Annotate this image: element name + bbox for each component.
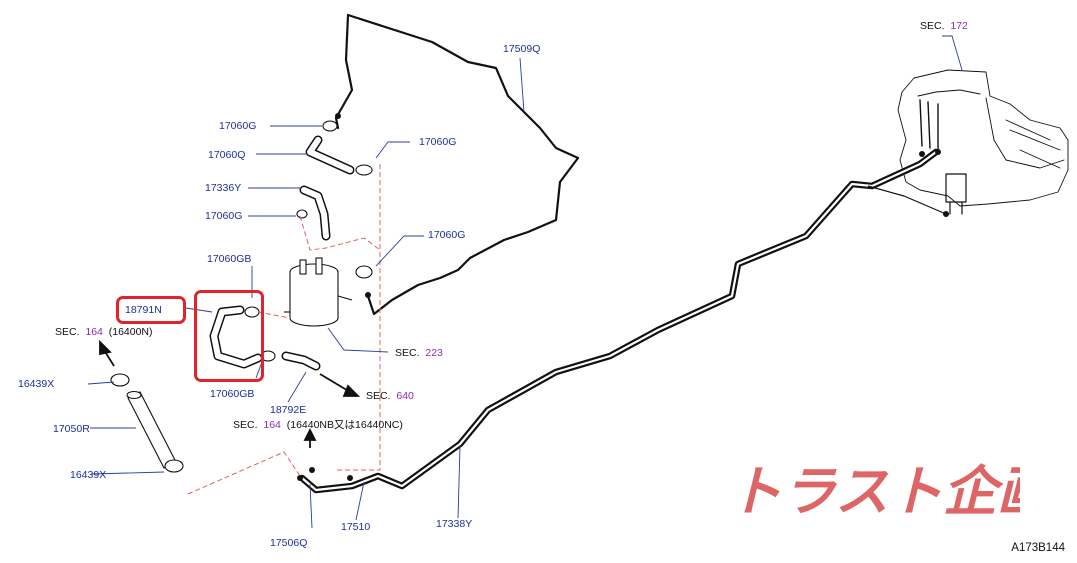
part-label-17060GB-bottom: 17060GB — [210, 388, 255, 400]
highlight-box-hose — [194, 290, 264, 382]
leader-lines — [87, 35, 963, 529]
part-label-16439X-top: 16439X — [18, 378, 55, 390]
section-ref-164-a: SEC. 164 (16400N) — [55, 326, 153, 338]
tank-filter — [945, 173, 967, 215]
part-label-17338Y: 17338Y — [436, 518, 473, 530]
part-label-17060G-a: 17060G — [219, 120, 257, 132]
part-label-18791N: 18791N — [125, 304, 162, 316]
section-ref-640: SEC. 640 — [366, 390, 414, 402]
section-ref-164-b: SEC. 164 (16440NB又は16440NC) — [233, 419, 403, 431]
part-label-18792E: 18792E — [270, 404, 307, 416]
part-label-17506Q: 17506Q — [270, 537, 308, 549]
part-label-17050R: 17050R — [53, 423, 90, 435]
fuel-tank-outline — [897, 69, 1069, 207]
section-ref-172: SEC. 172 — [920, 20, 968, 32]
part-label-17060Q: 17060Q — [208, 149, 246, 161]
diagram-code: A173B144 — [1011, 542, 1065, 554]
evap-canister — [284, 257, 353, 327]
dashed-connections — [187, 164, 381, 495]
section-ref-223: SEC. 223 — [395, 347, 443, 359]
engine-outline — [334, 13, 580, 316]
part-label-17510: 17510 — [341, 521, 371, 533]
part-label-17060GB-top: 17060GB — [207, 253, 252, 265]
part-label-17336Y: 17336Y — [205, 182, 242, 194]
watermark-logo: トラスト企画 — [728, 460, 1020, 522]
clamps — [110, 120, 373, 473]
part-label-16439X-bottom: 16439X — [70, 469, 107, 481]
tank-pipes — [919, 99, 939, 151]
svg-text:トラスト企画: トラスト企画 — [728, 460, 1020, 522]
part-label-17060G-d: 17060G — [428, 229, 466, 241]
part-label-17060G-b: 17060G — [419, 136, 457, 148]
filter-17050R — [126, 390, 177, 469]
part-label-17509Q: 17509Q — [503, 43, 541, 55]
part-label-17060G-c: 17060G — [205, 210, 243, 222]
highlight-box-part-number — [116, 296, 186, 324]
arrows — [99, 339, 361, 448]
fuel-pipe-17338Y — [298, 148, 940, 494]
